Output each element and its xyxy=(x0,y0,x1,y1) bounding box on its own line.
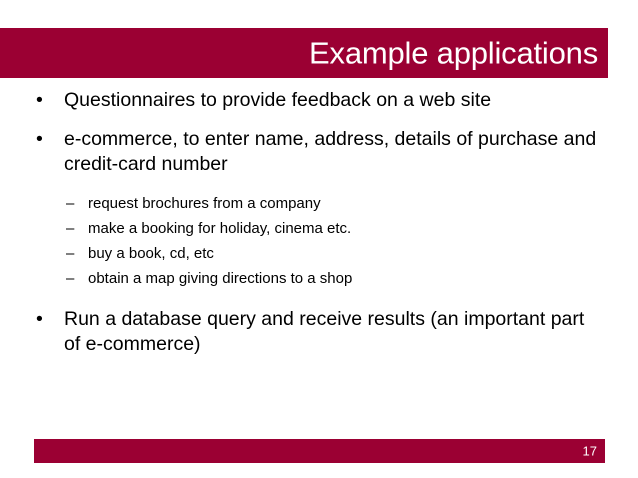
dash-marker-icon: – xyxy=(66,245,75,262)
dash-marker-icon: – xyxy=(66,195,75,212)
slide-body: • Questionnaires to provide feedback on … xyxy=(0,88,638,371)
bullet-text: Questionnaires to provide feedback on a … xyxy=(64,89,492,111)
sub-bullet-text: make a booking for holiday, cinema etc. xyxy=(88,220,352,237)
bullet-text: Run a database query and receive results… xyxy=(64,308,585,355)
sub-bullet-text: request brochures from a company xyxy=(88,195,321,212)
sub-bullet-item: – request brochures from a company xyxy=(0,191,638,216)
sub-bullet-text: obtain a map giving directions to a shop xyxy=(88,270,353,287)
page-number: 17 xyxy=(582,443,597,459)
sub-bullet-item: – make a booking for holiday, cinema etc… xyxy=(0,216,638,241)
bullet-marker-icon: • xyxy=(36,308,43,330)
dash-marker-icon: – xyxy=(66,220,75,237)
sub-bullet-item: – obtain a map giving directions to a sh… xyxy=(0,266,638,291)
bullet-item: • Run a database query and receive resul… xyxy=(0,307,638,357)
bullet-marker-icon: • xyxy=(36,128,43,150)
footer-bar: 17 xyxy=(34,439,605,463)
bullet-text: e-commerce, to enter name, address, deta… xyxy=(64,128,597,175)
spacer xyxy=(0,291,638,307)
bullet-item: • Questionnaires to provide feedback on … xyxy=(0,88,638,113)
bullet-item: • e-commerce, to enter name, address, de… xyxy=(0,127,638,177)
sub-bullet-list: – request brochures from a company – mak… xyxy=(0,191,638,291)
dash-marker-icon: – xyxy=(66,270,75,287)
sub-bullet-text: buy a book, cd, etc xyxy=(88,245,214,262)
sub-bullet-item: – buy a book, cd, etc xyxy=(0,241,638,266)
page-title: Example applications xyxy=(309,35,598,71)
bullet-marker-icon: • xyxy=(36,89,43,111)
title-band: Example applications xyxy=(0,28,608,78)
